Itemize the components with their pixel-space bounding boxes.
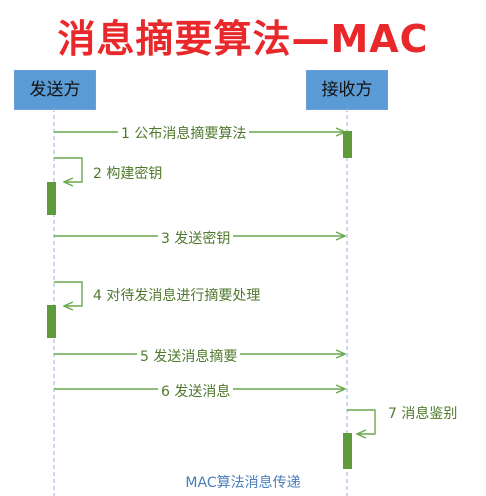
diagram-caption: MAC算法消息传递 (185, 475, 301, 491)
activation-bar-4 (47, 305, 56, 338)
self-message-loop-4 (54, 281, 83, 306)
message-label-2: 2 构建密钥 (93, 166, 163, 182)
diagram-title: 消息摘要算法—MAC (57, 17, 429, 61)
activation-bar-1 (343, 131, 352, 158)
activation-bar-2 (47, 182, 56, 215)
self-message-loop-2 (54, 157, 83, 182)
activation-bar-7 (343, 433, 352, 469)
message-label-3: 3 发送密钥 (158, 228, 234, 248)
actor-sender: 发送方 (14, 70, 96, 110)
self-message-loop-7 (347, 409, 376, 434)
message-label-7: 7 消息鉴别 (388, 406, 458, 422)
message-label-5: 5 发送消息摘要 (137, 346, 241, 366)
message-label-4: 4 对待发消息进行摘要处理 (93, 288, 261, 304)
message-label-6: 6 发送消息 (158, 381, 234, 401)
message-label-1: 1 公布消息摘要算法 (118, 123, 250, 143)
